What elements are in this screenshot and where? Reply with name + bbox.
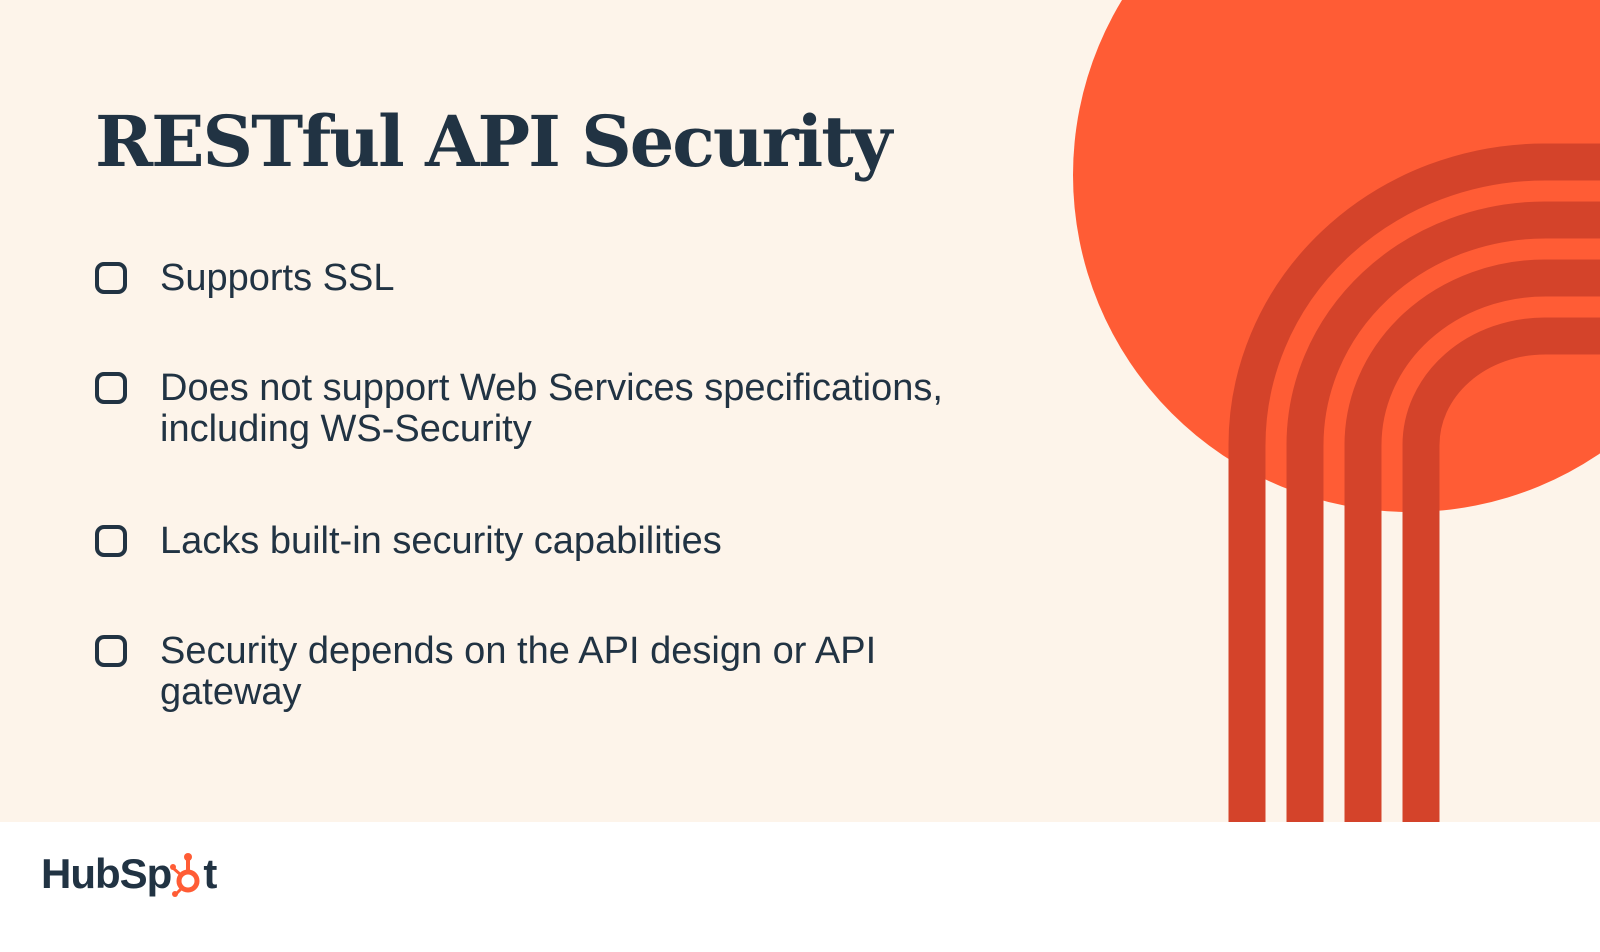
- arch-stripe: [1228, 143, 1600, 822]
- hubspot-logo: HubSp t: [41, 850, 217, 898]
- list-item-text: Supports SSL: [160, 257, 395, 299]
- list-item: Does not support Web Services specificat…: [95, 368, 1055, 450]
- list-item-text: Lacks built-in security capabilities: [160, 520, 722, 562]
- arch-stripes: [1228, 143, 1600, 822]
- checkbox-icon: [95, 262, 127, 294]
- list-item: Security depends on the API design or AP…: [95, 631, 925, 713]
- checkbox-icon: [95, 372, 127, 404]
- arch-stripe: [1344, 259, 1600, 822]
- logo-text-start: HubSp: [41, 850, 172, 897]
- list-item: Supports SSL: [95, 258, 1095, 299]
- hubspot-sprocket-icon: [170, 853, 200, 897]
- logo-text-end: t: [203, 850, 217, 897]
- list-item-text: Security depends on the API design or AP…: [160, 630, 877, 713]
- checkbox-icon: [95, 635, 127, 667]
- arch-stripe: [1402, 317, 1600, 822]
- footer: [0, 822, 1600, 952]
- list-item-text: Does not support Web Services specificat…: [160, 367, 943, 450]
- list-item: Lacks built-in security capabilities: [95, 521, 1095, 562]
- arch-stripe: [1286, 201, 1600, 822]
- page-title: RESTful API Security: [95, 100, 892, 183]
- checkbox-icon: [95, 525, 127, 557]
